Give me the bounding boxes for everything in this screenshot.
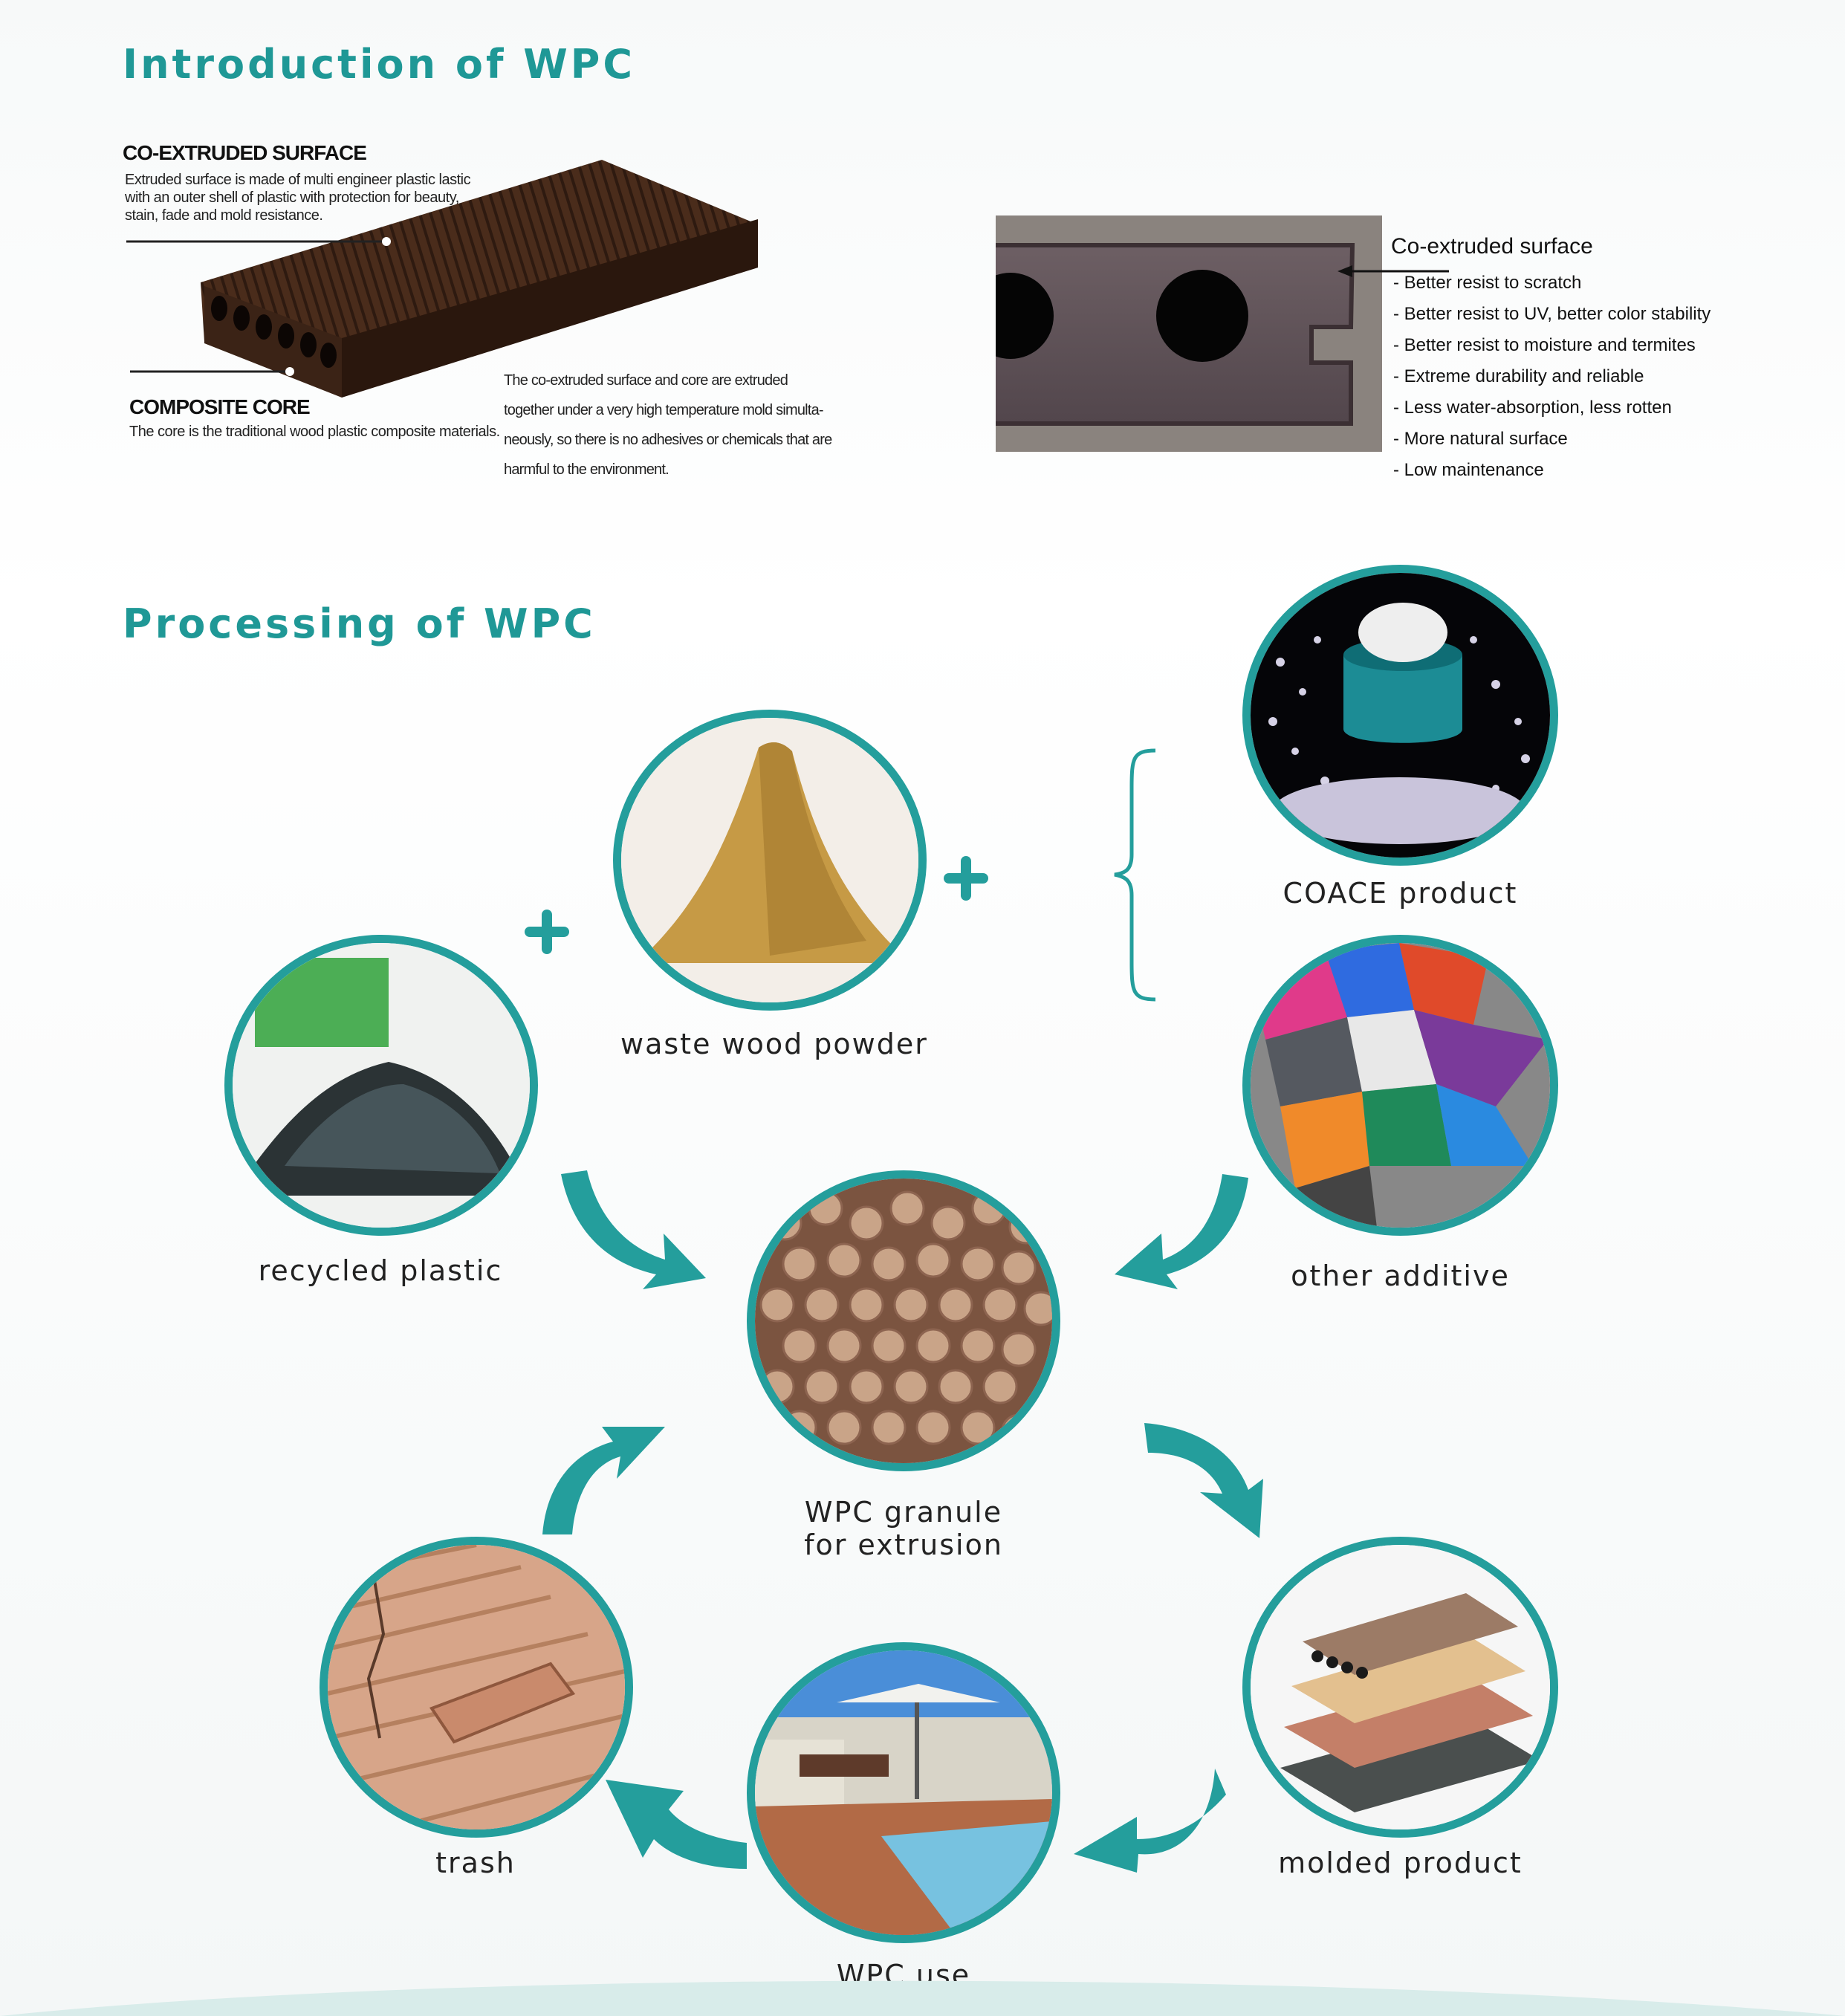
wpc-granule-image: [747, 1170, 1060, 1471]
waste-wood-caption: waste wood powder: [620, 1028, 928, 1060]
coace-product-image: [1242, 565, 1558, 866]
plus-icon: [525, 910, 569, 954]
desc-line: together under a very high temperature m…: [504, 402, 824, 418]
processing-title: Processing of WPC: [123, 600, 596, 647]
benefit-item: - Better resist to scratch: [1393, 273, 1582, 293]
benefit-item: - More natural surface: [1393, 429, 1568, 449]
recycled-plastic-caption: recycled plastic: [258, 1254, 503, 1287]
coextruded-surface-label: CO-EXTRUDED SURFACE: [123, 141, 367, 164]
desc-line: with an outer shell of plastic with prot…: [125, 189, 459, 206]
arrow-right-down-icon: [1144, 1423, 1263, 1538]
trash-image: [320, 1537, 633, 1838]
decking-board-image: [126, 160, 758, 398]
composite-core-label: COMPOSITE CORE: [129, 395, 311, 418]
wpc-use-image: [747, 1642, 1060, 1943]
desc-line: neously, so there is no adhesives or che…: [504, 432, 832, 448]
intro-title: Introduction of WPC: [123, 41, 636, 88]
molded-product-caption: molded product: [1278, 1847, 1523, 1879]
benefit-item: - Better resist to UV, better color stab…: [1393, 304, 1711, 324]
other-additive-image: [1242, 935, 1558, 1236]
arrow-down-left-icon: [1115, 1174, 1248, 1289]
arrow-down-right-icon: [561, 1170, 706, 1289]
desc-line: Extruded surface is made of multi engine…: [125, 172, 471, 188]
wpc-granule-caption: WPC granule for extrusion: [747, 1496, 1060, 1561]
process-description: The co-extruded surface and core are ext…: [504, 366, 890, 484]
coextruded-surface-desc: Extruded surface is made of multi engine…: [125, 171, 541, 224]
benefit-item: - Less water-absorption, less rotten: [1393, 398, 1672, 418]
pointer-arrow-icon: [1337, 265, 1449, 277]
bottom-wave-decoration: [0, 1980, 1845, 2016]
caption-line: for extrusion: [804, 1529, 1003, 1561]
arrow-left-down-icon: [1074, 1769, 1226, 1873]
desc-line: harmful to the environment.: [504, 461, 669, 478]
plus-icon: [944, 856, 988, 901]
brace-icon: [1114, 748, 1156, 1002]
arrow-left-icon: [606, 1780, 747, 1869]
arrow-up-right-icon: [542, 1427, 665, 1534]
other-additive-caption: other additive: [1291, 1260, 1510, 1292]
benefit-item: - Better resist to moisture and termites: [1393, 335, 1696, 355]
caption-line: WPC granule: [804, 1496, 1003, 1529]
benefit-item: - Extreme durability and reliable: [1393, 366, 1644, 386]
desc-line: The co-extruded surface and core are ext…: [504, 372, 788, 389]
recycled-plastic-image: [224, 935, 538, 1236]
benefit-item: - Low maintenance: [1393, 460, 1544, 480]
trash-caption: trash: [435, 1847, 516, 1879]
benefits-list: - Better resist to scratch - Better resi…: [1393, 268, 1711, 486]
molded-product-image: [1242, 1537, 1558, 1838]
coextruded-surface-heading: Co-extruded surface: [1391, 234, 1593, 259]
desc-line: stain, fade and mold resistance.: [125, 207, 323, 224]
coace-product-caption: COACE product: [1283, 877, 1518, 910]
waste-wood-image: [613, 710, 927, 1011]
composite-core-desc: The core is the traditional wood plastic…: [129, 424, 500, 440]
cross-section-image: [996, 215, 1382, 452]
